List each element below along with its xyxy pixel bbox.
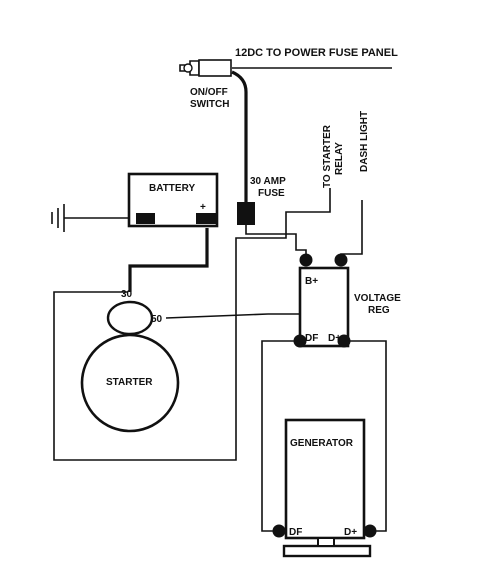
wire-battery-to-starter	[128, 228, 209, 292]
battery-negative-terminal	[136, 213, 155, 224]
starter-solenoid	[106, 300, 154, 336]
label-switch-line1: ON/OFF	[190, 87, 228, 98]
label-battery: BATTERY	[149, 183, 195, 194]
label-fuse-line2: FUSE	[258, 188, 285, 199]
label-reg-d-plus: D+	[328, 333, 341, 344]
reg-d-plus-node	[337, 334, 351, 348]
generator-base-stem	[317, 537, 335, 547]
label-generator: GENERATOR	[290, 438, 354, 449]
starter-motor	[80, 333, 180, 433]
label-gen-d-plus: D+	[344, 527, 357, 538]
wire-starter-50	[165, 313, 300, 319]
generator-box	[284, 418, 366, 540]
fuse-30-amp	[237, 202, 255, 225]
wire-fuse-to-bus	[245, 222, 307, 262]
label-voltage-reg-line1: VOLTAGE	[354, 293, 401, 304]
label-fuse-line1: 30 AMP	[250, 176, 286, 187]
ignition-key-icon	[179, 60, 200, 76]
gen-df-node	[272, 524, 286, 538]
on-off-switch	[198, 59, 232, 77]
reg-b-plus-node	[299, 253, 313, 267]
label-voltage-reg-line2: REG	[368, 305, 390, 316]
label-b-plus: B+	[305, 276, 318, 287]
battery-positive-terminal	[196, 213, 216, 224]
label-dash-light: DASH LIGHT	[359, 111, 370, 172]
label-starter: STARTER	[106, 377, 153, 388]
voltage-regulator-box	[298, 266, 350, 348]
label-reg-df: DF	[305, 333, 318, 344]
wire-dash-light	[340, 200, 363, 262]
reg-dash-node	[334, 253, 348, 267]
gen-d-plus-node	[363, 524, 377, 538]
label-battery-plus: +	[200, 202, 206, 213]
label-starter-relay-line1: TO STARTER	[322, 124, 333, 188]
label-switch-line2: SWITCH	[190, 99, 229, 110]
reg-df-node	[293, 334, 307, 348]
ground-symbol-icon	[51, 204, 65, 232]
label-power-fuse-panel: 12DC TO POWER FUSE PANEL	[235, 47, 398, 59]
label-terminal-50: 50	[151, 314, 163, 325]
wire-starter-relay	[53, 188, 331, 461]
label-starter-relay-line2: RELAY	[334, 142, 345, 175]
label-terminal-30: 30	[121, 289, 133, 300]
wire-switch-to-fuse	[231, 70, 248, 204]
label-gen-df: DF	[289, 527, 302, 538]
generator-base	[282, 544, 372, 558]
